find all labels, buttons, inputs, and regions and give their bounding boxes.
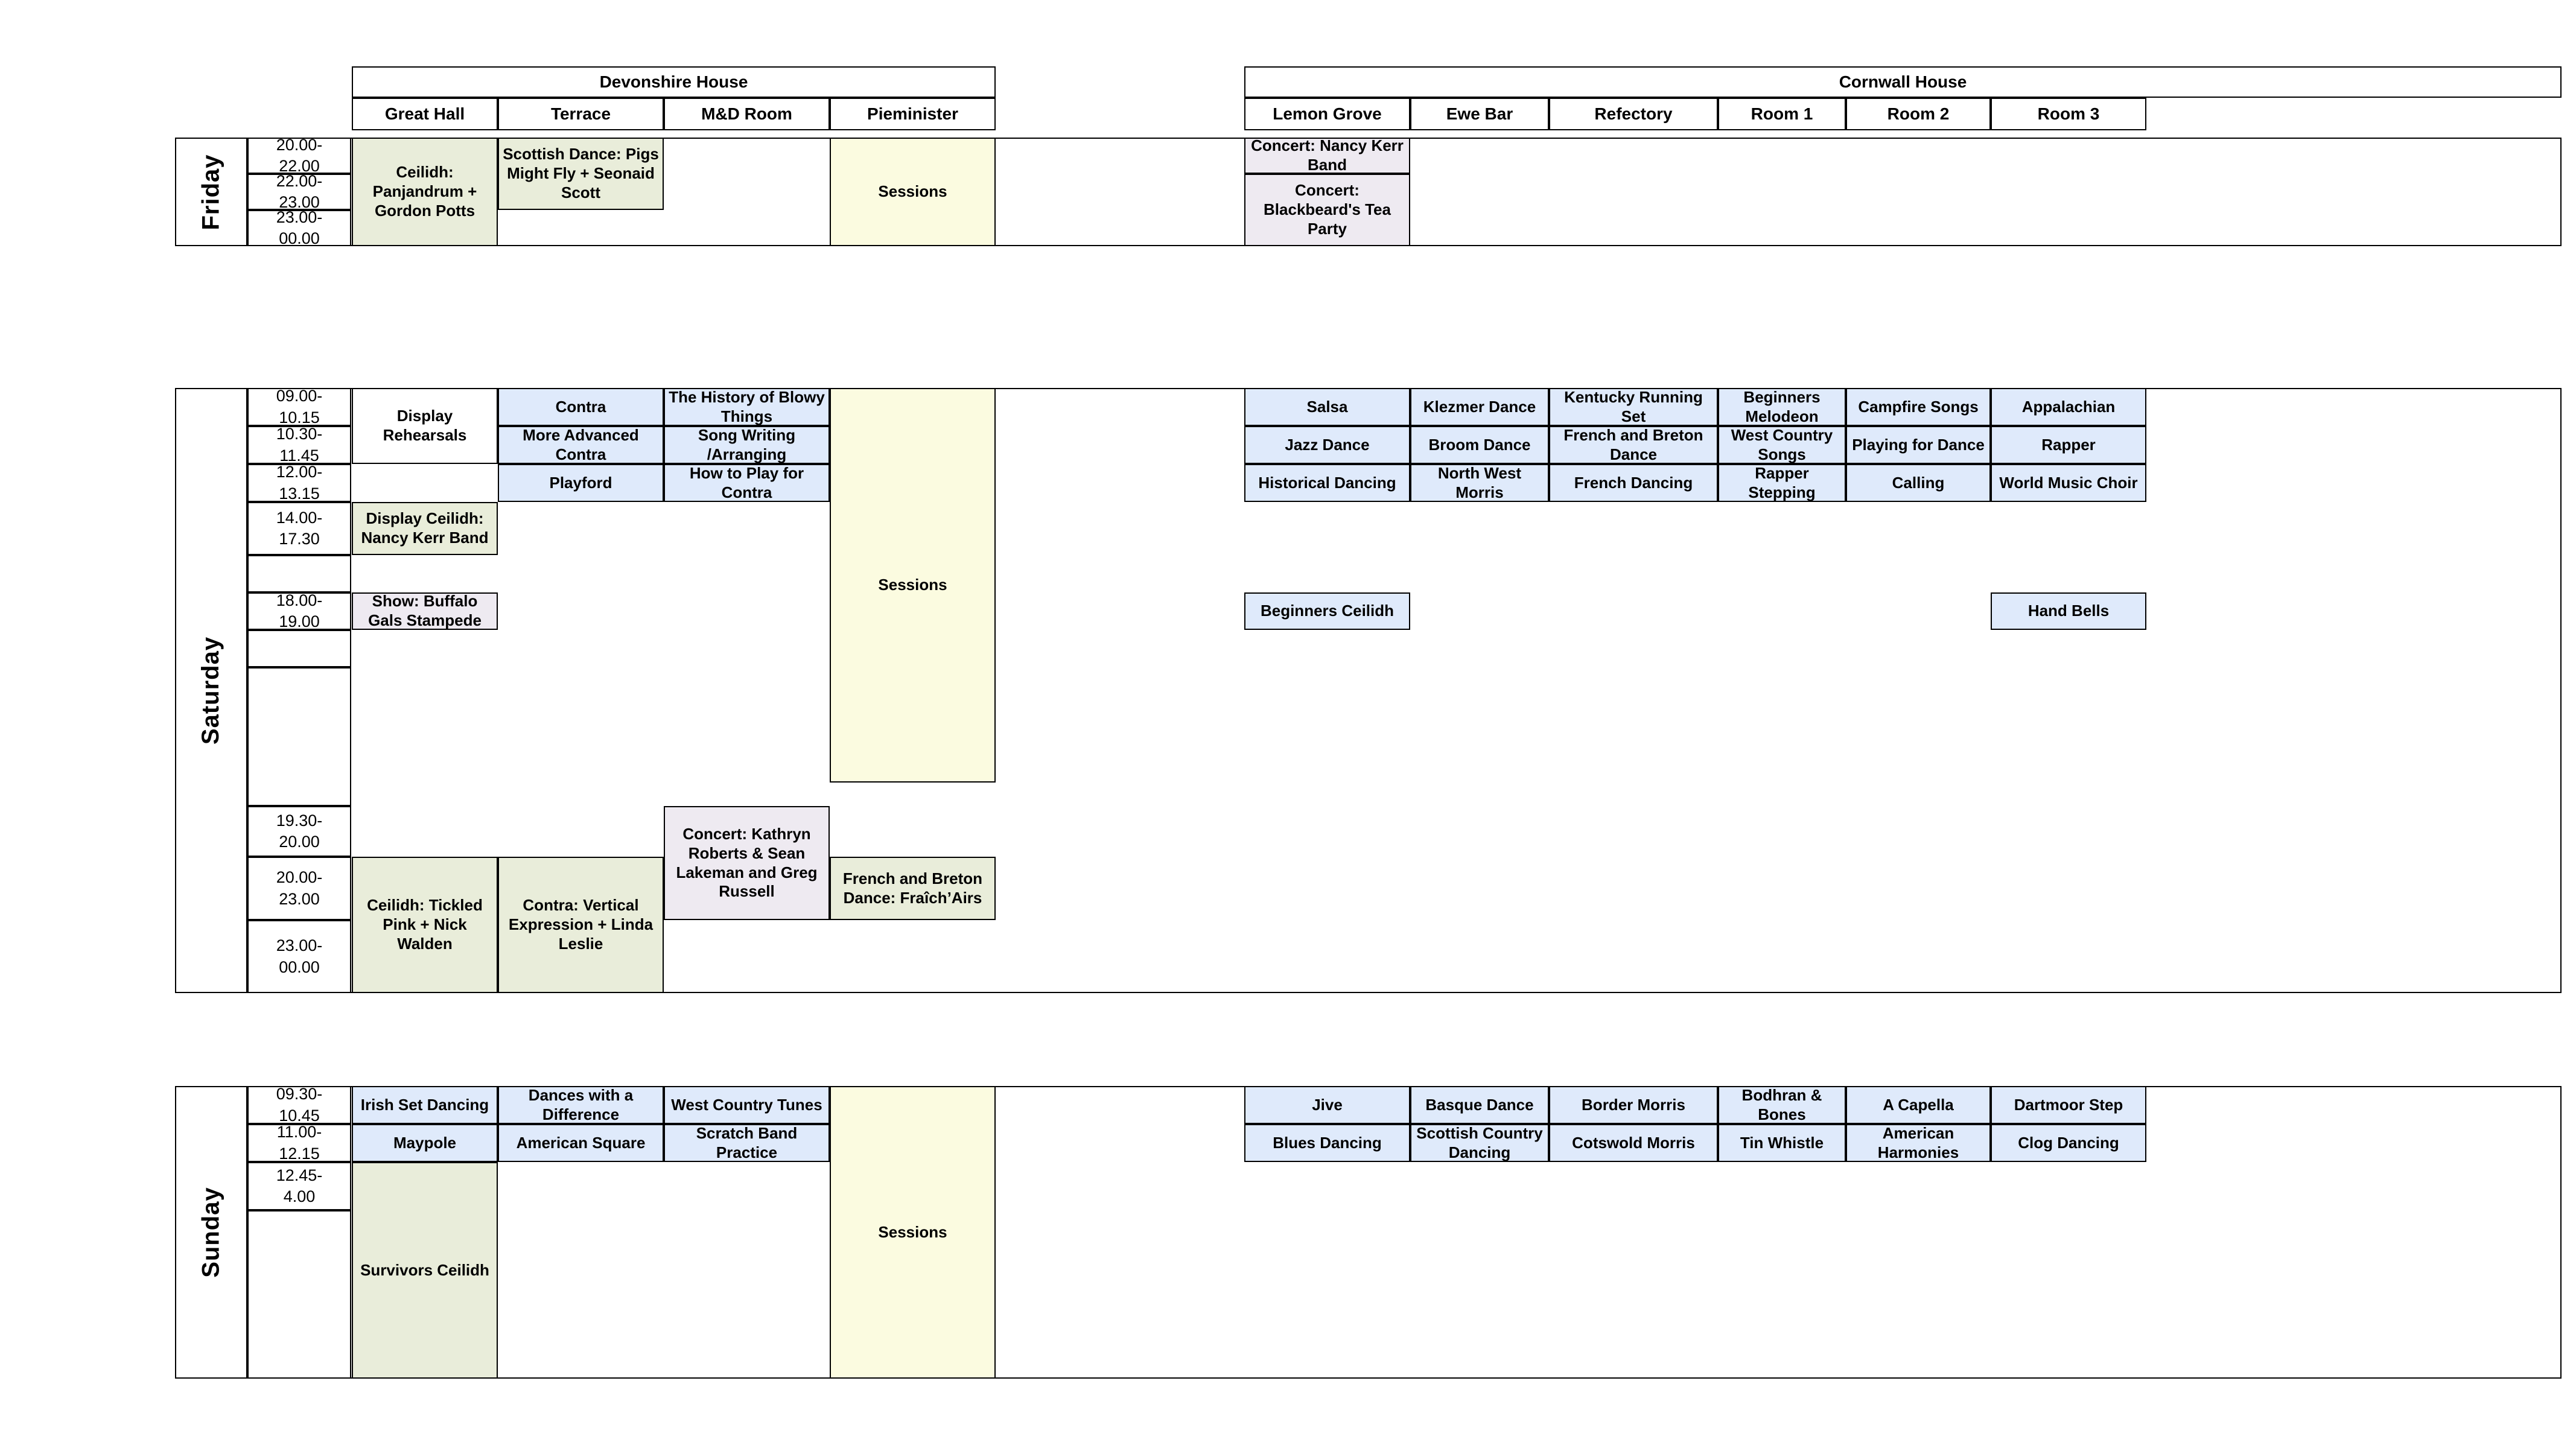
time-slot-saturday-9: 20.00-23.00	[247, 857, 351, 920]
time-slot-sunday-0: 09.30-10.45	[247, 1085, 351, 1125]
event-dances-with-a-difference[interactable]: Dances with a Difference	[498, 1086, 664, 1124]
event-scottish-dance-pigs-might-fly-seonaid-scott[interactable]: Scottish Dance: Pigs Might Fly + Seonaid…	[498, 138, 664, 210]
event-jazz-dance[interactable]: Jazz Dance	[1244, 426, 1410, 464]
venue-header-room-1: Room 1	[1718, 98, 1846, 130]
venue-header-room-2: Room 2	[1846, 98, 1991, 130]
event-dartmoor-step[interactable]: Dartmoor Step	[1991, 1086, 2146, 1124]
event-playford[interactable]: Playford	[498, 464, 664, 502]
venue-header-pieminister: Pieminister	[830, 98, 996, 130]
time-slot-friday-1: 22.00-23.00	[247, 172, 351, 211]
time-slot-sunday-2: 12.45-4.00	[247, 1162, 351, 1210]
event-concert-kathryn-roberts-sean-lakeman-and-gre[interactable]: Concert: Kathryn Roberts & Sean Lakeman …	[664, 806, 830, 920]
event-french-and-breton-dance[interactable]: French and Breton Dance	[1549, 426, 1718, 464]
event-survivors-ceilidh[interactable]: Survivors Ceilidh	[352, 1162, 498, 1379]
event-broom-dance[interactable]: Broom Dance	[1410, 426, 1549, 464]
event-the-history-of-blowy-things[interactable]: The History of Blowy Things	[664, 388, 830, 426]
event-calling[interactable]: Calling	[1846, 464, 1991, 502]
event-french-dancing[interactable]: French Dancing	[1549, 464, 1718, 502]
day-label-text: Saturday	[197, 636, 224, 745]
event-tin-whistle[interactable]: Tin Whistle	[1718, 1124, 1846, 1162]
event-contra-vertical-expression-linda-leslie[interactable]: Contra: Vertical Expression + Linda Lesl…	[498, 857, 664, 993]
time-slot-saturday-6	[247, 630, 351, 667]
event-world-music-choir[interactable]: World Music Choir	[1991, 464, 2146, 502]
event-bodhran-bones[interactable]: Bodhran & Bones	[1718, 1086, 1846, 1124]
time-slot-friday-0: 20.00-22.00	[247, 136, 351, 175]
time-slot-saturday-7	[247, 667, 351, 806]
event-show-buffalo-gals-stampede[interactable]: Show: Buffalo Gals Stampede	[352, 592, 498, 630]
event-border-morris[interactable]: Border Morris	[1549, 1086, 1718, 1124]
day-label-friday: Friday	[175, 138, 247, 246]
event-salsa[interactable]: Salsa	[1244, 388, 1410, 426]
venue-header-refectory: Refectory	[1549, 98, 1718, 130]
event-basque-dance[interactable]: Basque Dance	[1410, 1086, 1549, 1124]
time-slot-saturday-3: 14.00-17.30	[247, 502, 351, 555]
event-blues-dancing[interactable]: Blues Dancing	[1244, 1124, 1410, 1162]
event-irish-set-dancing[interactable]: Irish Set Dancing	[352, 1086, 498, 1124]
time-slot-saturday-5: 18.00-19.00	[247, 591, 351, 630]
event-beginners-ceilidh[interactable]: Beginners Ceilidh	[1244, 592, 1410, 630]
day-label-saturday: Saturday	[175, 388, 247, 993]
event-concert-blackbeard-s-tea-party[interactable]: Concert: Blackbeard's Tea Party	[1244, 174, 1410, 246]
house-header-devonshire-house: Devonshire House	[352, 66, 996, 98]
event-cotswold-morris[interactable]: Cotswold Morris	[1549, 1124, 1718, 1162]
venue-header-room-3: Room 3	[1991, 98, 2146, 130]
time-slot-saturday-10: 23.00-00.00	[247, 920, 351, 993]
event-north-west-morris[interactable]: North West Morris	[1410, 464, 1549, 502]
time-slot-saturday-8: 19.30-20.00	[247, 806, 351, 857]
event-sessions[interactable]: Sessions	[830, 138, 996, 246]
event-beginners-melodeon[interactable]: Beginners Melodeon	[1718, 388, 1846, 426]
event-historical-dancing[interactable]: Historical Dancing	[1244, 464, 1410, 502]
event-hand-bells[interactable]: Hand Bells	[1991, 592, 2146, 630]
event-song-writing-arranging[interactable]: Song Writing /Arranging	[664, 426, 830, 464]
event-jive[interactable]: Jive	[1244, 1086, 1410, 1124]
event-rapper-stepping[interactable]: Rapper Stepping	[1718, 464, 1846, 502]
event-a-capella[interactable]: A Capella	[1846, 1086, 1991, 1124]
event-sessions[interactable]: Sessions	[830, 1086, 996, 1379]
time-slot-saturday-0: 09.00-10.15	[247, 387, 351, 427]
event-clog-dancing[interactable]: Clog Dancing	[1991, 1124, 2146, 1162]
event-rapper[interactable]: Rapper	[1991, 426, 2146, 464]
event-campfire-songs[interactable]: Campfire Songs	[1846, 388, 1991, 426]
event-ceilidh-tickled-pink-nick-walden[interactable]: Ceilidh: Tickled Pink + Nick Walden	[352, 857, 498, 993]
event-kentucky-running-set[interactable]: Kentucky Running Set	[1549, 388, 1718, 426]
time-slot-friday-2: 23.00-00.00	[247, 208, 351, 247]
event-american-harmonies[interactable]: American Harmonies	[1846, 1124, 1991, 1162]
event-display-rehearsals[interactable]: Display Rehearsals	[352, 388, 498, 464]
venue-header-lemon-grove: Lemon Grove	[1244, 98, 1410, 130]
event-french-and-breton-dance-fra-ch-airs[interactable]: French and Breton Dance: Fraîch’Airs	[830, 857, 996, 920]
house-header-cornwall-house: Cornwall House	[1244, 66, 2562, 98]
event-ceilidh-panjandrum-gordon-potts[interactable]: Ceilidh: Panjandrum + Gordon Potts	[352, 138, 498, 246]
event-american-square[interactable]: American Square	[498, 1124, 664, 1162]
event-klezmer-dance[interactable]: Klezmer Dance	[1410, 388, 1549, 426]
venue-header-great-hall: Great Hall	[352, 98, 498, 130]
event-scratch-band-practice[interactable]: Scratch Band Practice	[664, 1124, 830, 1162]
event-contra[interactable]: Contra	[498, 388, 664, 426]
event-sessions[interactable]: Sessions	[830, 388, 996, 783]
venue-header-ewe-bar: Ewe Bar	[1410, 98, 1549, 130]
event-west-country-tunes[interactable]: West Country Tunes	[664, 1086, 830, 1124]
day-label-text: Sunday	[197, 1187, 224, 1278]
event-display-ceilidh-nancy-kerr-band[interactable]: Display Ceilidh: Nancy Kerr Band	[352, 502, 498, 555]
time-slot-sunday-1: 11.00-12.15	[247, 1123, 351, 1163]
day-label-text: Friday	[197, 153, 224, 230]
time-slot-saturday-4	[247, 555, 351, 592]
time-slot-sunday-2-filler	[247, 1210, 351, 1379]
event-west-country-songs[interactable]: West Country Songs	[1718, 426, 1846, 464]
event-maypole[interactable]: Maypole	[352, 1124, 498, 1162]
day-label-sunday: Sunday	[175, 1086, 247, 1379]
event-appalachian[interactable]: Appalachian	[1991, 388, 2146, 426]
venue-header-terrace: Terrace	[498, 98, 664, 130]
event-how-to-play-for-contra[interactable]: How to Play for Contra	[664, 464, 830, 502]
time-slot-saturday-2: 12.00-13.15	[247, 463, 351, 503]
venue-header-m-d-room: M&D Room	[664, 98, 830, 130]
time-slot-saturday-1: 10.30-11.45	[247, 425, 351, 465]
event-concert-nancy-kerr-band[interactable]: Concert: Nancy Kerr Band	[1244, 136, 1410, 174]
event-playing-for-dance[interactable]: Playing for Dance	[1846, 426, 1991, 464]
event-scottish-country-dancing[interactable]: Scottish Country Dancing	[1410, 1124, 1549, 1162]
event-more-advanced-contra[interactable]: More Advanced Contra	[498, 426, 664, 464]
